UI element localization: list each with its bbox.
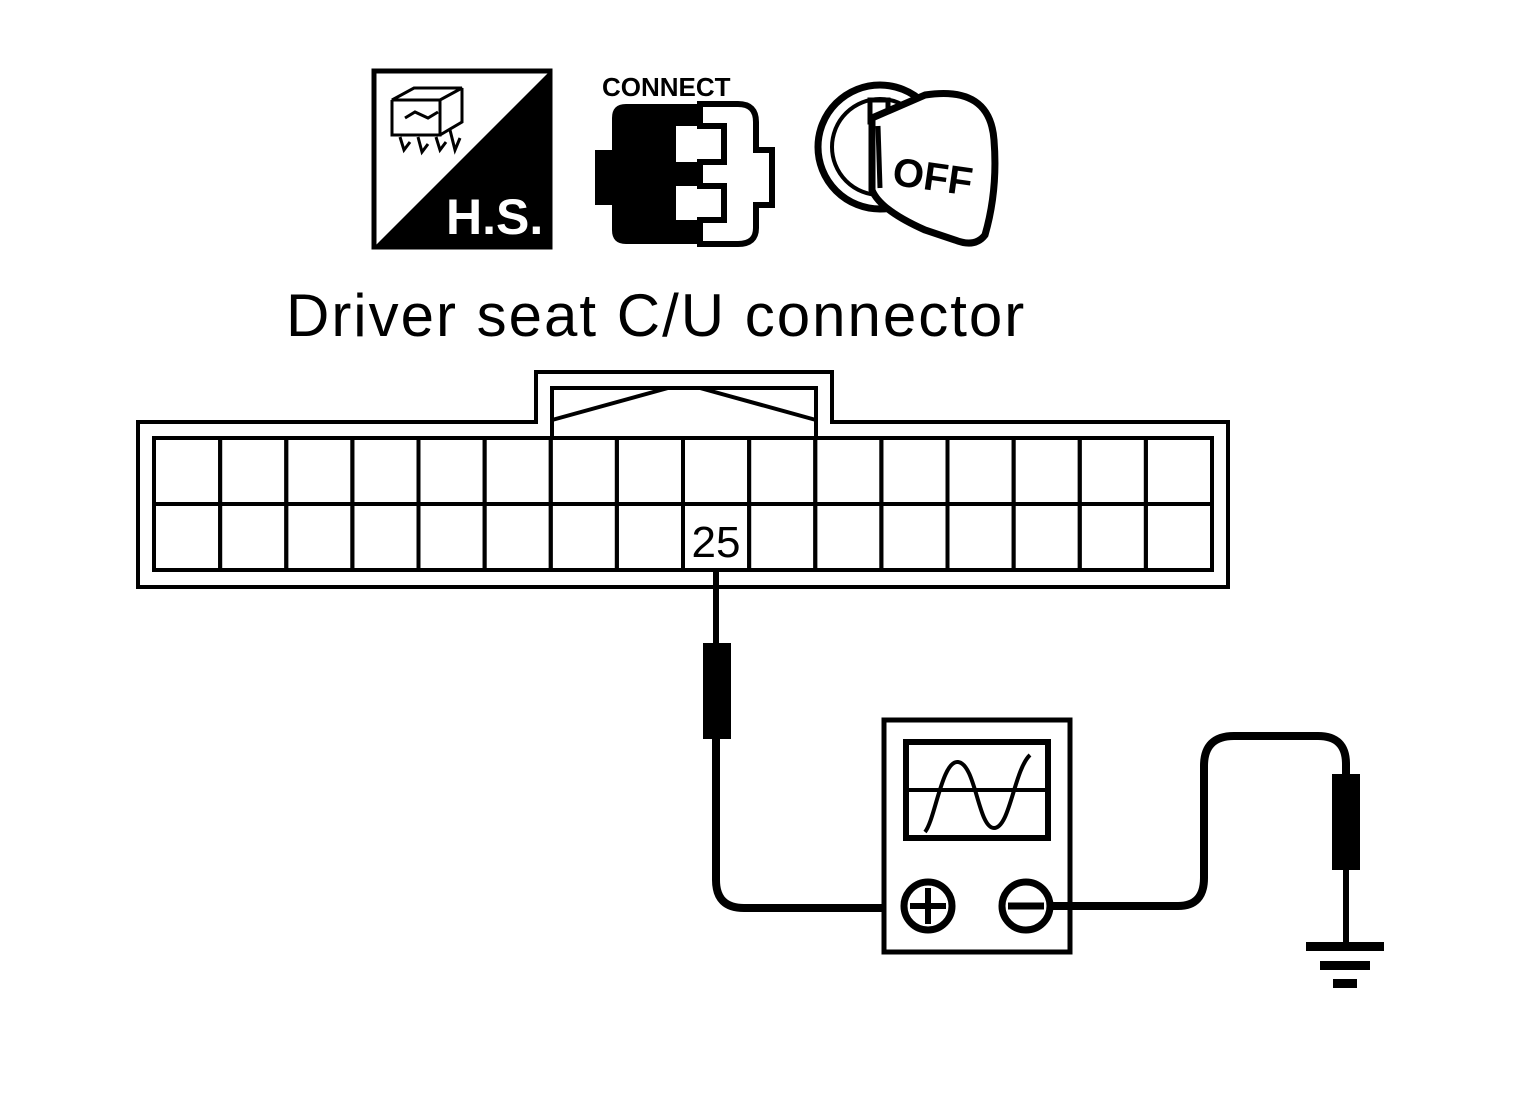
connector-pin-cell (813, 502, 884, 572)
connector-pin-cell (747, 436, 818, 506)
connector-pin-cell (879, 436, 950, 506)
connector-title: Driver seat C/U connector (286, 282, 1026, 349)
connector-pin-cell (879, 502, 950, 572)
connector-pin-cell (614, 436, 685, 506)
harness-label: H.S. (446, 189, 543, 245)
oscilloscope-icon (881, 717, 1073, 955)
negative-terminal (998, 878, 1054, 934)
connector-pin-grid (152, 436, 1214, 572)
pin-25-label: 25 (692, 518, 741, 567)
pin-label-backing (686, 512, 746, 564)
connector-pin-cell (813, 436, 884, 506)
connector-pin-cell (1077, 502, 1148, 572)
connector-pin-cell (548, 502, 619, 572)
ignition-key-icon: OFF (814, 81, 999, 247)
connector-pin-cell (945, 502, 1016, 572)
connector-pin-cell (284, 436, 355, 506)
positive-probe (703, 568, 905, 912)
connector-pin-cell (747, 502, 818, 572)
connector-pin-cell (681, 436, 752, 506)
connector-pin-cell (1143, 436, 1214, 506)
connector-pin-cell (1011, 436, 1082, 506)
ground-icon (1306, 942, 1384, 988)
connector-pin-cell (1011, 502, 1082, 572)
harness-connector-icon: H.S. (371, 68, 553, 250)
connector-pin-cell (416, 502, 487, 572)
connector-pin-cell (284, 502, 355, 572)
connector-pin-cell (482, 502, 553, 572)
positive-terminal (900, 878, 956, 934)
connector-pin-cell (482, 436, 553, 506)
connector-pin-cell (1077, 436, 1148, 506)
connector-pin-cell (350, 436, 421, 506)
connector-pin-cell (416, 436, 487, 506)
connector-pin-cell (218, 502, 289, 572)
connector-pin-cell (614, 502, 685, 572)
connector-pin-cell (152, 502, 223, 572)
connector-pin-cell (152, 436, 223, 506)
connector-pin-cell (1143, 502, 1214, 572)
negative-probe (1050, 732, 1360, 944)
connector-pin-cell (548, 436, 619, 506)
connector-pin-cell (218, 436, 289, 506)
connector-pin-cell (350, 502, 421, 572)
connector-pin-cell (945, 436, 1016, 506)
connect-label: CONNECT (602, 72, 731, 102)
connector-connect-icon: CONNECT (595, 72, 775, 247)
